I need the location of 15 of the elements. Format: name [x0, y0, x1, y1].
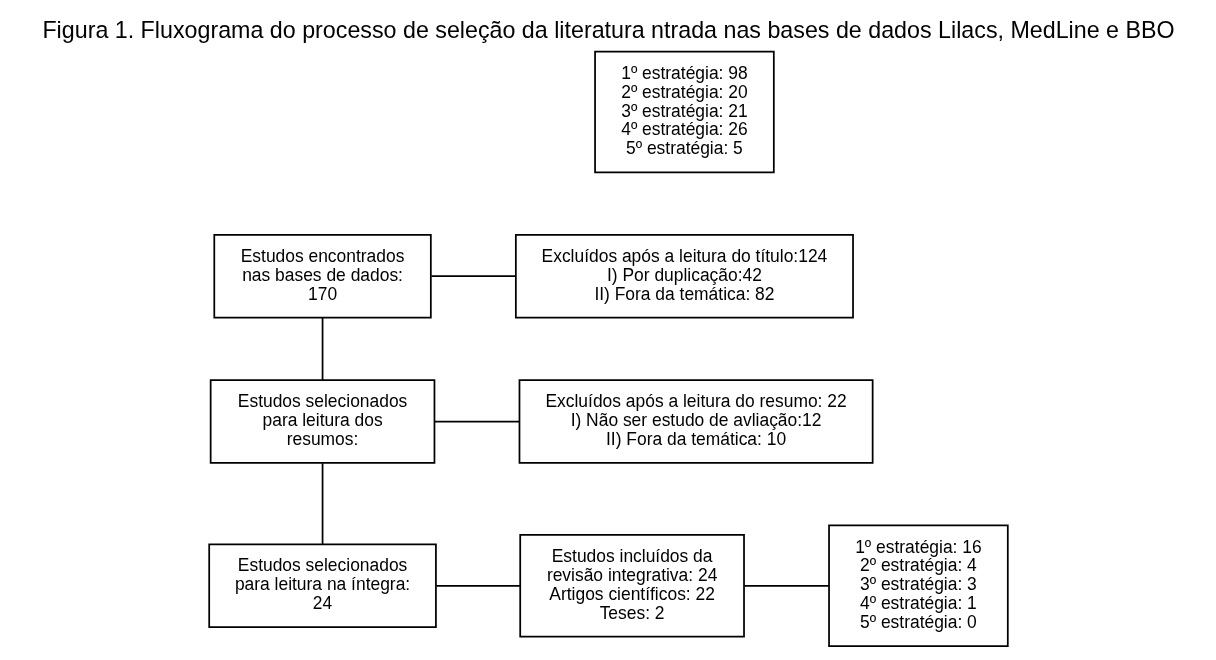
- node-box: Estudos incluídos da revisão integrativa: 24 Artigos científicos: 22 Teses: 2: [518, 534, 745, 638]
- connector: [430, 275, 516, 278]
- connector: [433, 420, 520, 423]
- connector: [321, 462, 323, 545]
- node-box: Estudos encontrados nas bases de dados: 170: [212, 233, 432, 319]
- node-box: Excluídos após a leitura do título:124 I) Por duplicação:42 II) Fora da temática: 82: [514, 233, 854, 319]
- connector: [434, 584, 521, 587]
- node-box: Estudos selecionados para leitura na íntegra: 24: [207, 543, 437, 629]
- node-box: 1º estratégia: 98 2º estratégia: 20 3º estratégia: 21 4º estratégia: 26 5º estratégia: 5: [593, 50, 775, 174]
- diagram-title: Figura 1. Fluxograma do processo de seleção da literatura ntrada nas bases de dados Lilacs, MedLine e BBO: [41, 17, 1175, 44]
- connector: [743, 584, 830, 587]
- node-box: 1º estratégia: 16 2º estratégia: 4 3º estratégia: 3 4º estratégia: 1 5º estratégia: 0: [827, 524, 1009, 647]
- node-box: Excluídos após a leitura do resumo: 22 I) Não ser estudo de avliação:12 II) Fora da temática: 10: [518, 379, 873, 464]
- connector: [321, 316, 323, 381]
- node-box: Estudos selecionados para leitura dos resumos:: [209, 379, 435, 464]
